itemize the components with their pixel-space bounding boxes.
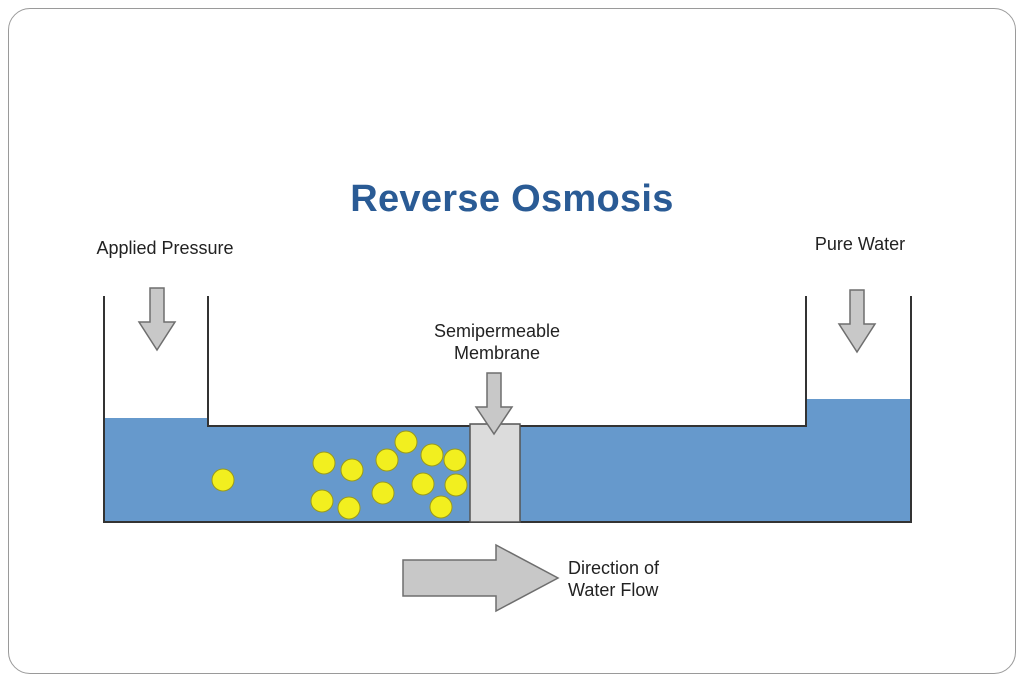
solute-particle: [337, 496, 361, 520]
solute-particle: [394, 430, 418, 454]
semipermeable-membrane: [469, 423, 521, 523]
water-flow-label-line1: Direction of: [568, 558, 660, 578]
right-column-wall: [520, 296, 807, 427]
water-flow-arrow-icon: [402, 543, 560, 613]
water-flow-label: Direction of Water Flow: [568, 557, 684, 601]
solute-particle: [211, 468, 235, 492]
solute-particle: [375, 448, 399, 472]
pure-water-arrow-icon: [837, 289, 877, 354]
solute-particle: [371, 481, 395, 505]
solute-particle: [411, 472, 435, 496]
applied-pressure-arrow-icon: [137, 287, 177, 352]
water-body-right: [520, 399, 911, 522]
membrane-label-line2: Membrane: [453, 343, 541, 363]
solute-particle: [429, 495, 453, 519]
solute-particle: [443, 448, 467, 472]
left-column-wall: [207, 296, 470, 427]
water-body: [104, 418, 470, 522]
diagram-title: Reverse Osmosis: [350, 178, 674, 220]
water-flow-label-line2: Water Flow: [568, 580, 659, 600]
solute-particles: [211, 430, 468, 520]
solute-particle: [310, 489, 334, 513]
solute-particle: [312, 451, 336, 475]
membrane-label-line1: Semipermeable: [433, 321, 561, 341]
membrane-label: Semipermeable Membrane: [397, 320, 597, 364]
solute-particle: [444, 473, 468, 497]
membrane-arrow-icon: [474, 372, 514, 436]
applied-pressure-label: Applied Pressure: [96, 238, 234, 258]
solute-particle: [420, 443, 444, 467]
solute-particle: [340, 458, 364, 482]
pure-water-label: Pure Water: [814, 234, 906, 254]
